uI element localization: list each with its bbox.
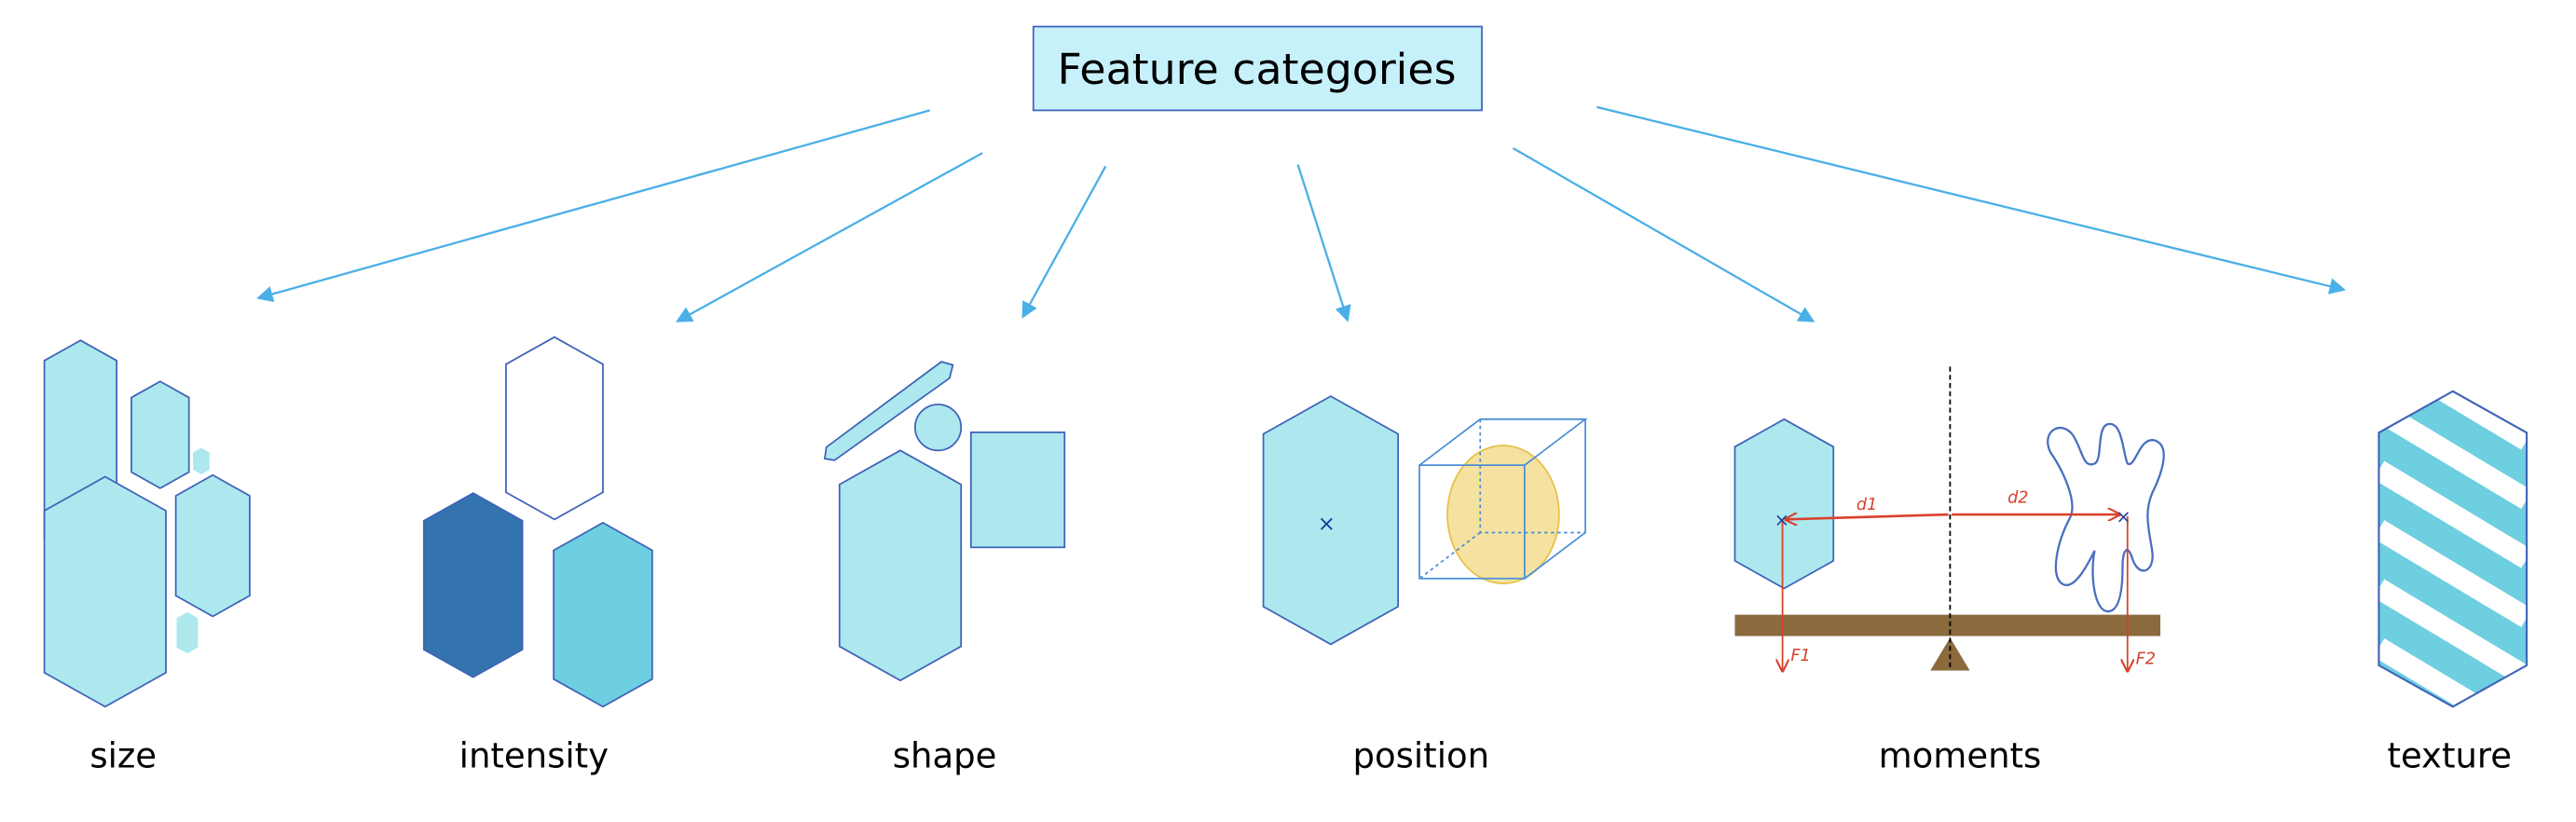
intensity-cell-empty bbox=[505, 336, 604, 521]
centroid-x-mark: × bbox=[1774, 509, 1789, 530]
circle-shape bbox=[913, 404, 963, 452]
shape-cell bbox=[838, 449, 963, 682]
shapes: × × × bbox=[43, 336, 2528, 708]
centroid-x-mark: × bbox=[1318, 513, 1336, 537]
arrows bbox=[256, 105, 2347, 322]
arrow-to-position bbox=[1296, 164, 1351, 322]
texture-stripe bbox=[2378, 460, 2528, 569]
size-cell bbox=[130, 380, 190, 489]
irregular-cell bbox=[2047, 422, 2165, 613]
size-cell bbox=[43, 475, 167, 708]
label-intensity: intensity bbox=[459, 736, 609, 776]
arrow-to-texture bbox=[1596, 105, 2347, 295]
rod-shape bbox=[823, 361, 954, 461]
intensity-cell-dark bbox=[422, 492, 524, 678]
label-texture: texture bbox=[2387, 736, 2512, 776]
arrow-to-size bbox=[256, 109, 931, 303]
arrow-to-intensity bbox=[675, 152, 983, 322]
position-cell bbox=[1262, 395, 1399, 646]
title-text: Feature categories bbox=[1058, 44, 1457, 94]
distance-d1-arrow bbox=[1786, 514, 1949, 519]
label-f1: F1 bbox=[1790, 647, 1810, 665]
size-group bbox=[43, 339, 251, 708]
rectangle-shape bbox=[969, 432, 1066, 549]
balance-beam bbox=[1734, 614, 2161, 637]
bounding-box-cube bbox=[1418, 418, 1588, 580]
texture-stripe bbox=[2378, 402, 2528, 510]
intensity-cell-mid bbox=[553, 521, 653, 708]
size-cell bbox=[176, 611, 199, 654]
label-position: position bbox=[1353, 736, 1490, 776]
moments-cell bbox=[1733, 418, 1835, 590]
texture-pattern bbox=[2378, 390, 2528, 707]
object-region bbox=[1446, 445, 1560, 584]
category-labels: size intensity shape position moments te… bbox=[89, 736, 2512, 776]
size-cell bbox=[174, 473, 251, 618]
label-size: size bbox=[89, 736, 157, 776]
label-f2: F2 bbox=[2136, 650, 2156, 668]
label-shape: shape bbox=[893, 736, 997, 776]
centroid-x-mark: × bbox=[2116, 506, 2131, 527]
cube-hidden-edges bbox=[1418, 418, 1586, 580]
texture-stripe bbox=[2378, 520, 2528, 627]
texture-stripe bbox=[2378, 638, 2484, 707]
title-box: Feature categories bbox=[1032, 25, 1483, 112]
texture-stripe bbox=[2378, 579, 2528, 687]
texture-stripe bbox=[2439, 390, 2528, 450]
texture-cell-outline bbox=[2377, 390, 2528, 708]
arrow-to-shape bbox=[1021, 165, 1107, 319]
label-moments: moments bbox=[1879, 736, 2042, 776]
arrow-to-moments bbox=[1512, 146, 1816, 322]
moments-annotations: d1 d2 F1 F2 bbox=[1790, 489, 2156, 669]
label-d1: d1 bbox=[1857, 496, 1877, 514]
label-d2: d2 bbox=[2007, 489, 2028, 508]
size-cell bbox=[193, 447, 210, 474]
